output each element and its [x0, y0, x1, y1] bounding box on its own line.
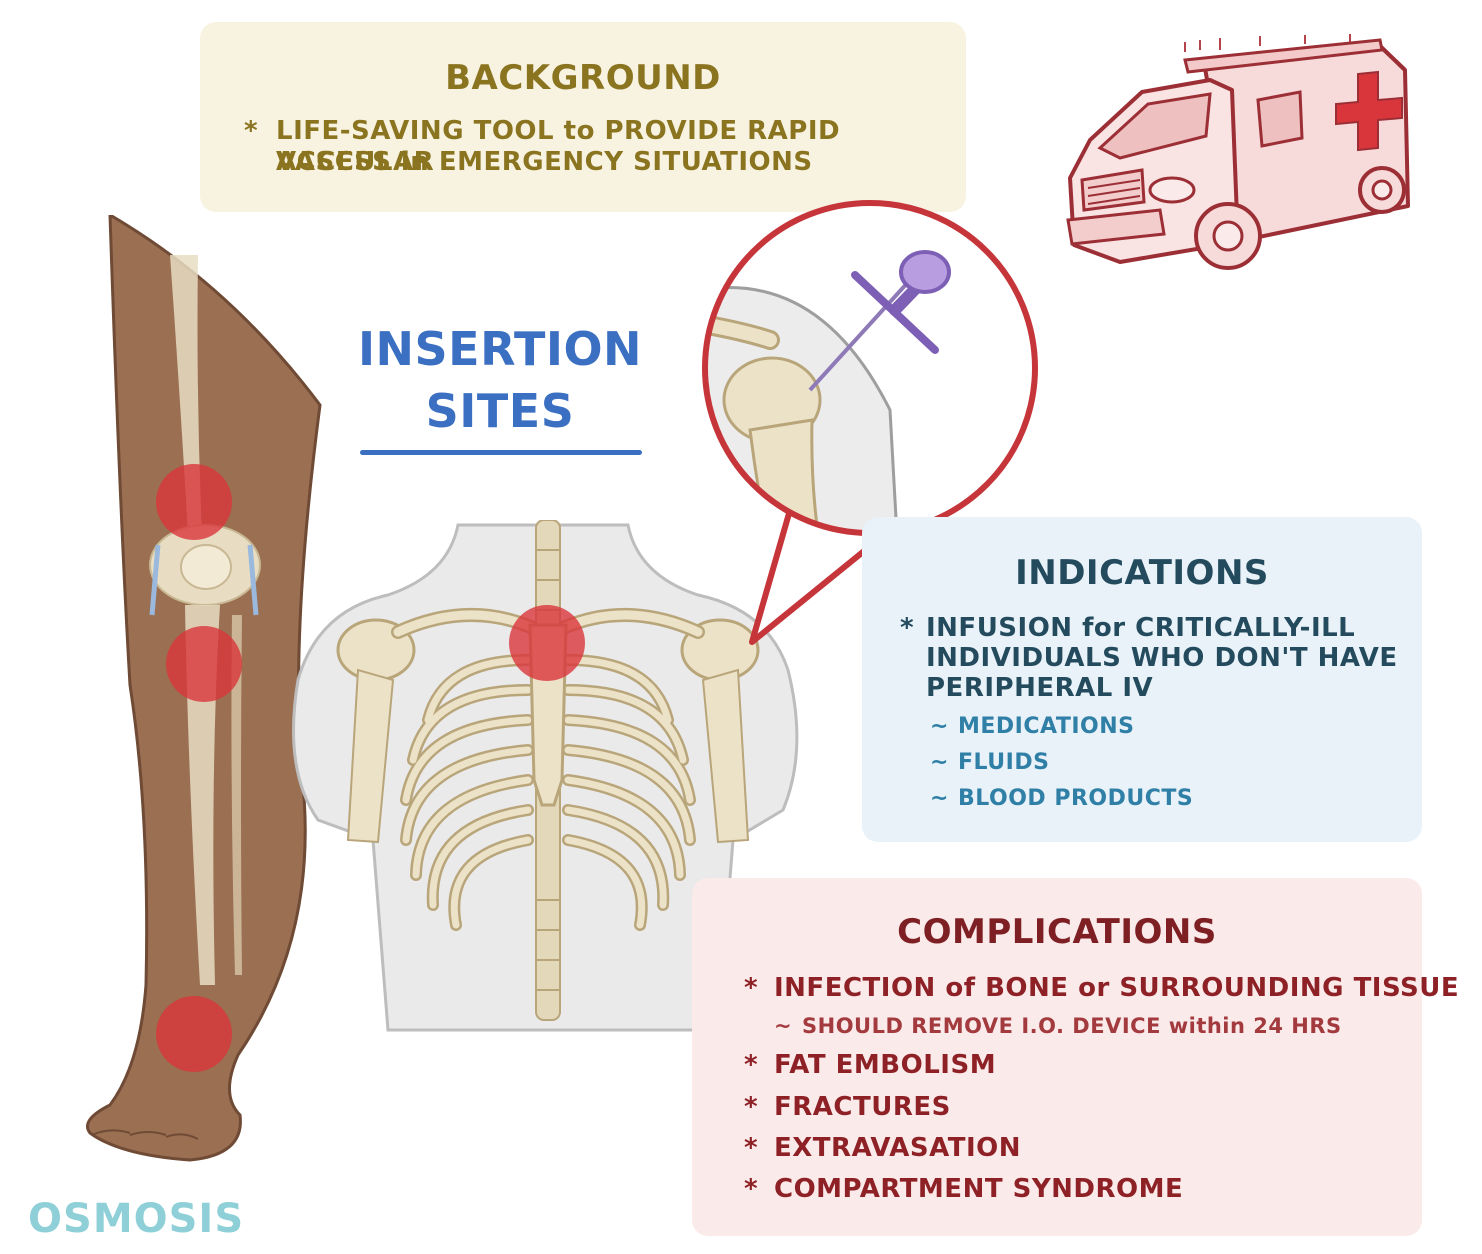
background-panel: BACKGROUND * LIFE-SAVING TOOL to PROVIDE…	[200, 22, 966, 212]
bullet-icon: *	[744, 1174, 759, 1204]
insertion-marker-proximal-tibia	[166, 626, 242, 702]
indications-title: INDICATIONS	[1015, 553, 1269, 593]
background-line-2: ACCESS in EMERGENCY SITUATIONS	[276, 147, 813, 177]
indications-line-1: INFUSION for CRITICALLY-ILL	[926, 613, 1356, 643]
background-line-1: LIFE-SAVING TOOL to PROVIDE RAPID VASCUL…	[276, 116, 841, 177]
ribcage-illustration	[292, 520, 799, 1032]
sub-bullet-icon: ~	[930, 750, 949, 775]
complication-infection: INFECTION of BONE or SURROUNDING TISSUE	[774, 973, 1460, 1003]
title-underline	[360, 450, 642, 455]
insertion-marker-sternum	[509, 605, 585, 681]
insertion-sites-line-2: SITES	[425, 384, 575, 438]
osmosis-logo: OSMOSIS	[28, 1196, 245, 1242]
complications-panel: COMPLICATIONS * INFECTION of BONE or SUR…	[692, 878, 1459, 1236]
insertion-sites-title: INSERTION SITES	[355, 318, 645, 442]
background-title: BACKGROUND	[445, 58, 721, 98]
indication-fluids: FLUIDS	[958, 750, 1050, 775]
bullet-icon: *	[244, 116, 259, 146]
complications-title: COMPLICATIONS	[897, 912, 1217, 952]
indication-blood-products: BLOOD PRODUCTS	[958, 786, 1194, 811]
insertion-sites-line-1: INSERTION	[357, 322, 643, 376]
complication-infection-note: SHOULD REMOVE I.O. DEVICE within 24 HRS	[802, 1014, 1342, 1038]
insertion-marker-distal-tibia	[156, 996, 232, 1072]
indications-line-3: PERIPHERAL IV	[926, 673, 1154, 703]
ambulance-icon	[1066, 34, 1410, 270]
complication-extravasation: EXTRAVASATION	[774, 1133, 1021, 1163]
sub-bullet-icon: ~	[930, 714, 949, 739]
indications-panel: INDICATIONS * INFUSION for CRITICALLY-IL…	[862, 517, 1422, 842]
bullet-icon: *	[900, 613, 915, 643]
complication-fat-embolism: FAT EMBOLISM	[774, 1050, 997, 1080]
complication-compartment-syndrome: COMPARTMENT SYNDROME	[774, 1174, 1184, 1204]
bullet-icon: *	[744, 1092, 759, 1122]
indication-medications: MEDICATIONS	[958, 714, 1135, 739]
complication-fractures: FRACTURES	[774, 1092, 951, 1122]
sub-bullet-icon: ~	[930, 786, 949, 811]
insertion-marker-distal-femur	[156, 464, 232, 540]
bullet-icon: *	[744, 1133, 759, 1163]
bullet-icon: *	[744, 1050, 759, 1080]
bullet-icon: *	[744, 973, 759, 1003]
sub-bullet-icon: ~	[774, 1014, 793, 1038]
indications-line-2: INDIVIDUALS WHO DON'T HAVE	[926, 643, 1398, 673]
